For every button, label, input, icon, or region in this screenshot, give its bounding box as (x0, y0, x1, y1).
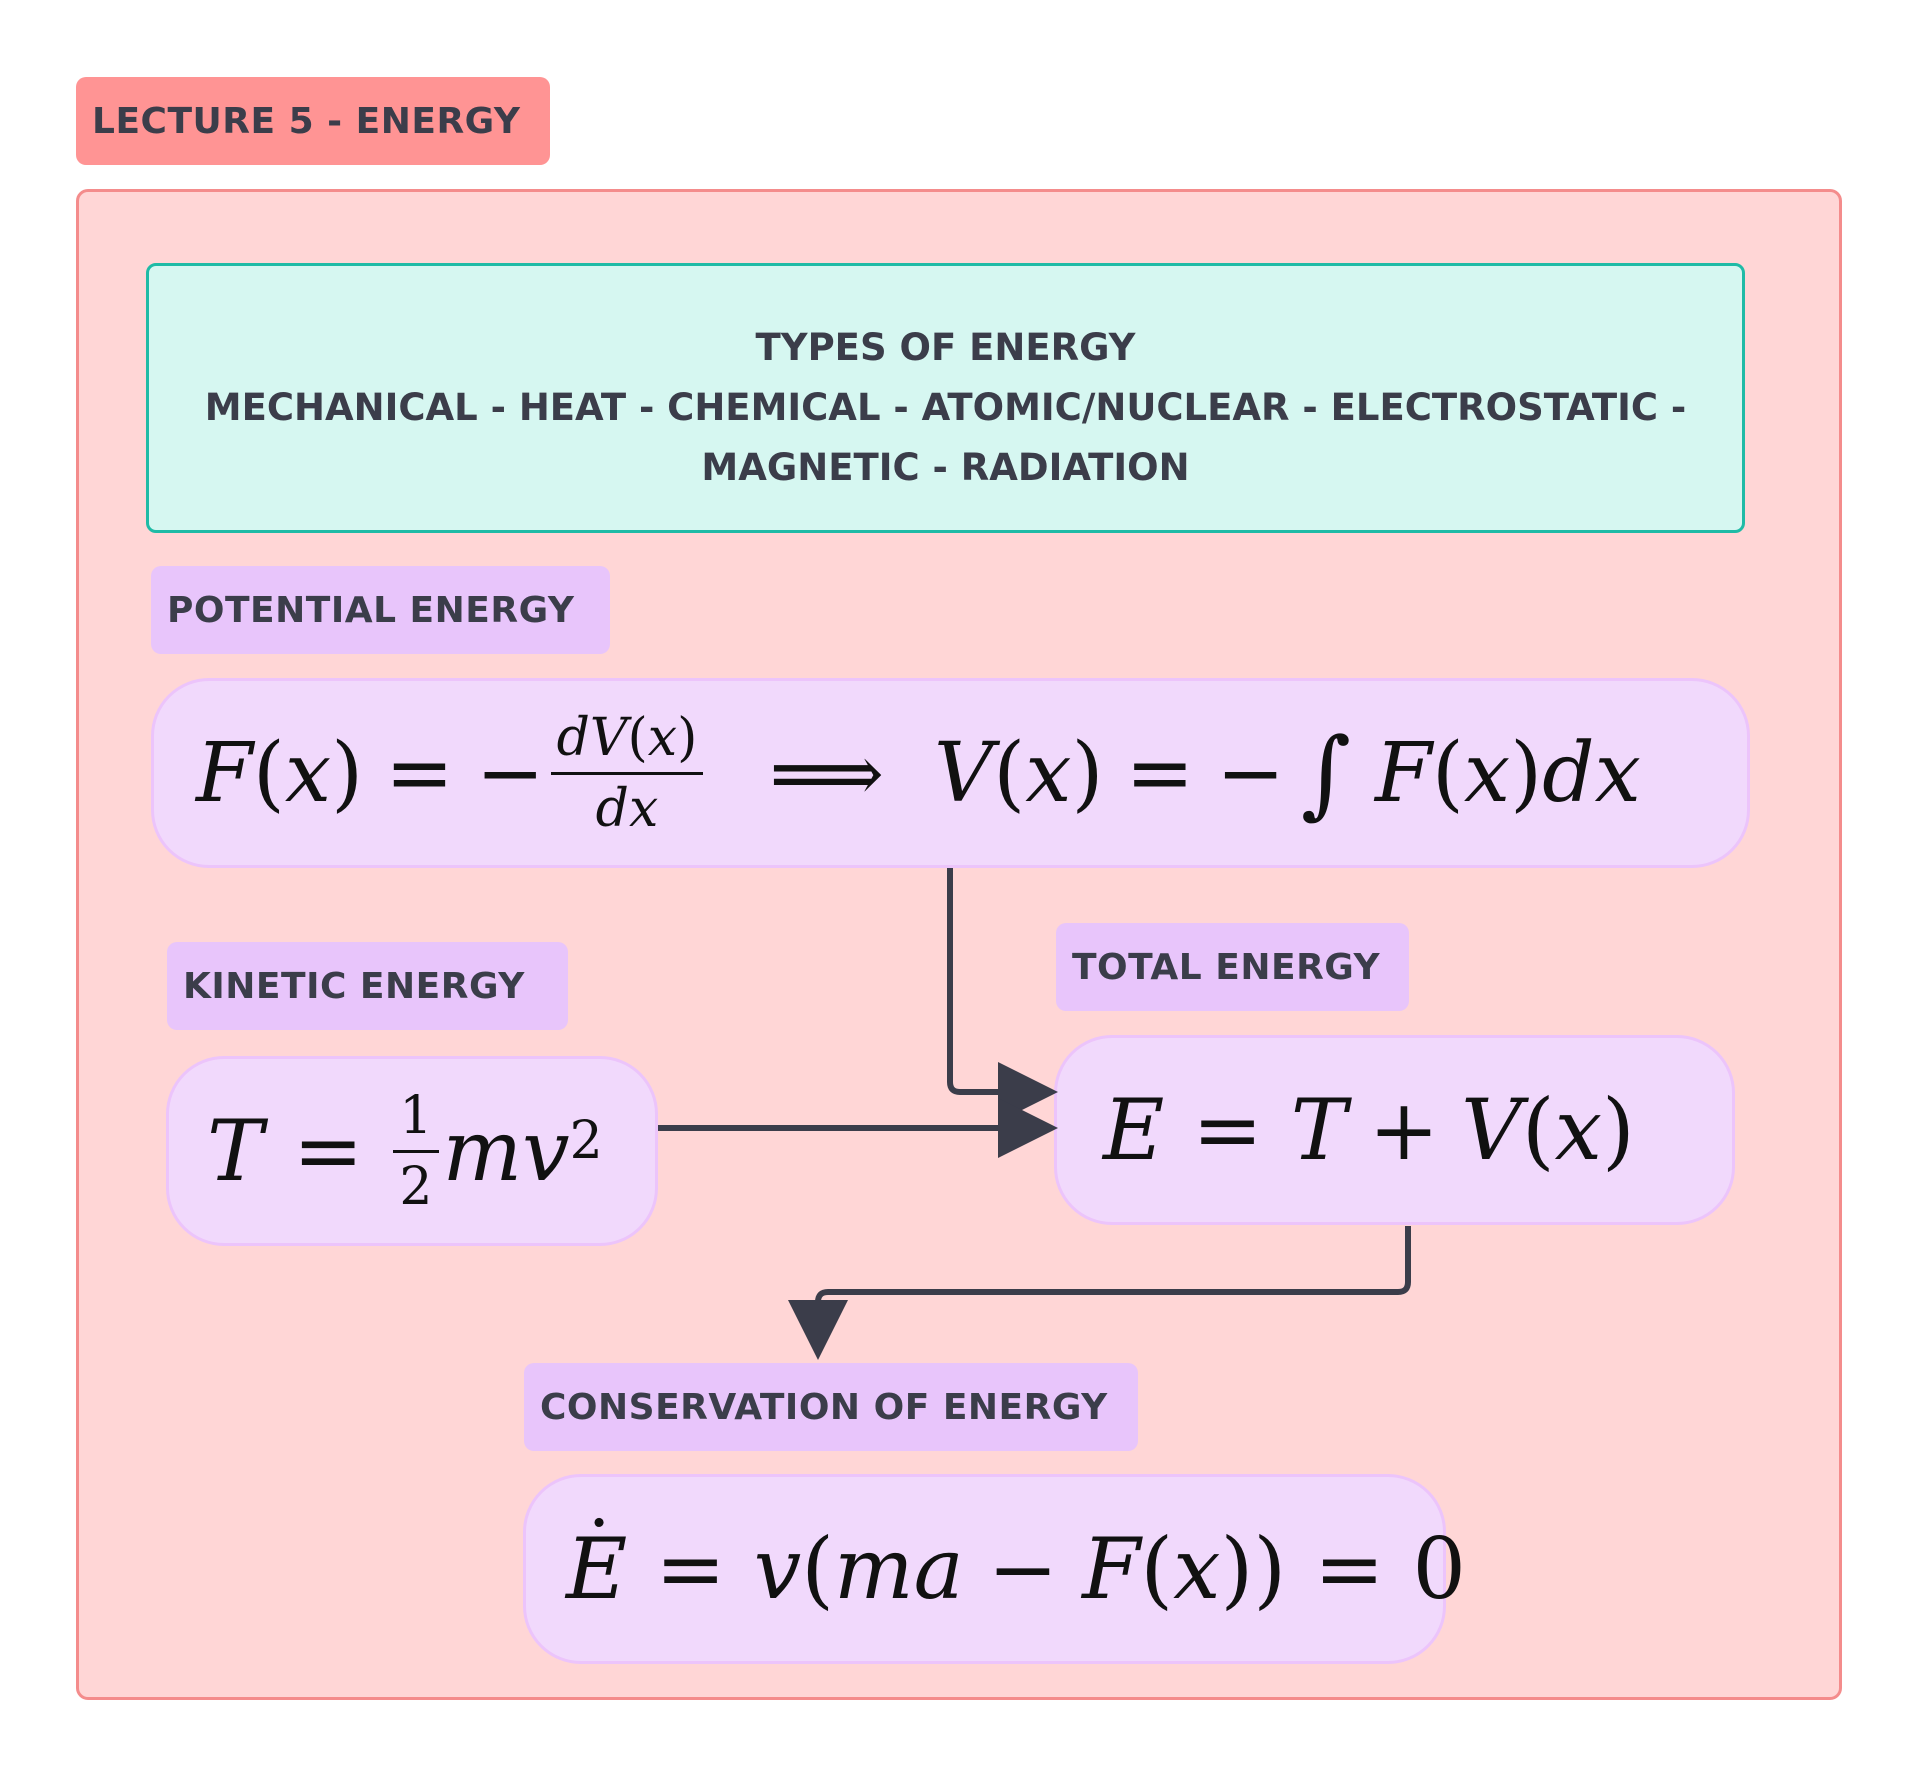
conservation-label-text: CONSERVATION OF ENERGY (540, 1386, 1108, 1428)
types-line-1: MECHANICAL - HEAT - CHEMICAL - ATOMIC/NU… (204, 386, 1687, 429)
potential-energy-equation: F(x) =− dV(x)dx ⟹ V(x) =− ∫ F(x)dx (151, 678, 1750, 868)
eq-force: F (196, 725, 253, 821)
kinetic-energy-label: KINETIC ENERGY (167, 942, 568, 1030)
total-energy-equation: E= T+ V(x) (1054, 1035, 1735, 1225)
conservation-label: CONSERVATION OF ENERGY (524, 1363, 1138, 1451)
arrow-total-to-conservation (788, 1226, 1411, 1360)
lecture-title: LECTURE 5 - ENERGY (76, 77, 550, 165)
potential-energy-label: POTENTIAL ENERGY (151, 566, 610, 654)
types-of-energy-box: TYPES OF ENERGY MECHANICAL - HEAT - CHEM… (146, 263, 1745, 533)
types-heading: TYPES OF ENERGY (755, 326, 1136, 369)
types-line-2: MAGNETIC - RADIATION (701, 446, 1190, 489)
conservation-equation: E· = v(ma − F(x)) =0 (523, 1474, 1466, 1664)
lecture-title-text: LECTURE 5 - ENERGY (92, 100, 521, 142)
potential-energy-label-text: POTENTIAL ENERGY (167, 589, 575, 631)
total-energy-label-text: TOTAL ENERGY (1072, 946, 1381, 988)
total-energy-label: TOTAL ENERGY (1056, 923, 1409, 1011)
arrow-potential-to-total (947, 868, 1058, 1122)
kinetic-energy-label-text: KINETIC ENERGY (183, 965, 525, 1007)
